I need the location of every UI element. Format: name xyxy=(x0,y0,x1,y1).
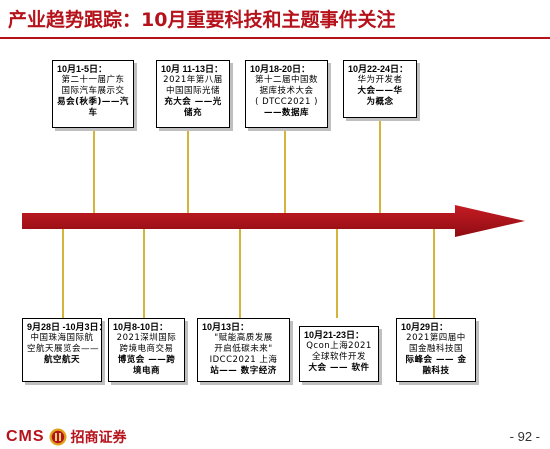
event-desc-line: Qcon上海2021 xyxy=(306,341,372,351)
event-desc-line: 开启低碳未来" xyxy=(214,344,273,354)
event-card-top-3: 10月18-20日： 第十二届中国数 据库技术大会 ( DTCC2021 ) —… xyxy=(245,60,328,128)
timeline-arrow xyxy=(22,205,525,237)
event-desc-line: 易会(秋季)——汽 xyxy=(57,97,129,107)
event-desc-line: 第十二届中国数 xyxy=(254,75,318,85)
event-desc-line: 国际汽车展示交 xyxy=(61,86,125,96)
event-desc-line: 充大会 ——光 xyxy=(164,97,222,107)
event-card-bottom-4: 10月21-23日： Qcon上海2021 全球软件开发 大会 —— 软件 xyxy=(299,326,379,382)
event-desc-line: 2021年第八届 xyxy=(163,75,223,85)
event-desc-line: 站—— 数字经济 xyxy=(210,366,277,376)
event-date: 10月13日： xyxy=(202,322,250,332)
event-desc-line: ——数据库 xyxy=(263,108,309,118)
logo-emblem-icon xyxy=(49,428,67,446)
event-desc-line: 跨境电商交易 xyxy=(119,344,174,354)
event-desc-line: 国金融科技国 xyxy=(408,344,463,354)
logo-latin: CMS xyxy=(6,428,45,445)
title-rule xyxy=(0,37,550,39)
page-title: 产业趋势跟踪：10月重要科技和主题事件关注 xyxy=(8,9,396,31)
event-card-bottom-2: 10月8-10日： 2021深圳国际 跨境电商交易 博览会 ——跨 境电商 xyxy=(108,318,185,382)
event-card-top-4: 10月22-24日： 华为开发者 大会——华 为概念 xyxy=(343,60,417,118)
event-desc-line: 2021第四届中 xyxy=(406,333,466,343)
event-desc-line: 际峰会 —— 金 xyxy=(405,355,467,365)
event-desc-line: 华为开发者 xyxy=(357,75,403,85)
page-number: - 92 - xyxy=(509,429,540,444)
event-date: 10月18-20日： xyxy=(250,64,311,74)
company-logo: CMS 招商证券 xyxy=(6,427,146,447)
event-date: 10月8-10日： xyxy=(113,322,169,332)
event-card-top-1: 10月1-5日： 第二十一届广东 国际汽车展示交 易会(秋季)——汽 车 xyxy=(52,60,134,128)
event-date: 10月22-24日： xyxy=(348,64,409,74)
event-desc-line: 境电商 xyxy=(132,366,160,376)
event-date: 10月1-5日： xyxy=(57,64,108,74)
event-desc-line: 中国珠海国际航 xyxy=(30,333,94,343)
event-desc-line: 储充 xyxy=(183,108,202,118)
event-card-bottom-3: 10月13日： "赋能高质发展 开启低碳未来" IDCC2021 上海 站—— … xyxy=(197,318,290,382)
event-date: 10月21-23日： xyxy=(304,330,365,340)
event-desc-line: 大会 —— 软件 xyxy=(308,363,370,373)
event-desc-line: 融科技 xyxy=(422,366,450,376)
event-desc-line: "赋能高质发展 xyxy=(214,333,273,343)
event-desc-line: 大会——华 xyxy=(357,86,403,96)
event-desc-line: ( DTCC2021 ) xyxy=(255,97,318,107)
event-desc-line: 车 xyxy=(88,108,98,118)
event-date: 9月28日 -10月3日： xyxy=(27,322,108,332)
event-desc-line: 空航天展览会—— xyxy=(27,344,100,354)
event-card-top-2: 10月 11-13日： 2021年第八届 中国国际光储 充大会 ——光 储充 xyxy=(156,60,230,128)
event-date: 10月29日： xyxy=(401,322,449,332)
event-desc-line: IDCC2021 上海 xyxy=(209,355,278,365)
event-card-bottom-5: 10月29日： 2021第四届中 国金融科技国 际峰会 —— 金 融科技 xyxy=(396,318,476,382)
event-desc-line: 为概念 xyxy=(366,97,394,107)
logo-chinese: 招商证券 xyxy=(70,430,127,446)
event-desc-line: 全球软件开发 xyxy=(311,352,366,362)
event-desc-line: 2021深圳国际 xyxy=(116,333,177,343)
event-card-bottom-1: 9月28日 -10月3日： 中国珠海国际航 空航天展览会—— 航空航天 xyxy=(22,318,108,382)
event-desc-line: 据库技术大会 xyxy=(259,86,314,96)
event-desc-line: 中国国际光储 xyxy=(165,86,220,96)
event-desc-line: 博览会 ——跨 xyxy=(117,355,176,365)
event-desc-line: 第二十一届广东 xyxy=(61,75,125,85)
event-date: 10月 11-13日： xyxy=(161,64,224,74)
event-desc-line: 航空航天 xyxy=(43,355,80,365)
